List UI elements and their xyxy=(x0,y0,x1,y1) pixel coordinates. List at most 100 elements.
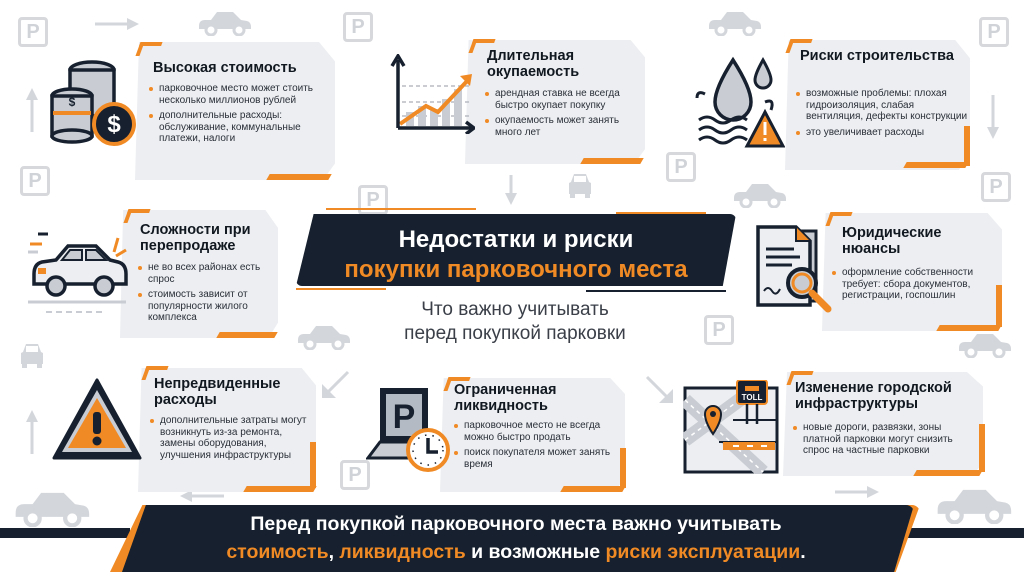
footer-decor-bar xyxy=(905,528,1024,538)
card-high-cost: $ $ Высокая стоимость парковочное место … xyxy=(40,42,340,182)
card-bullet: дополнительные расходы: обслуживание, ко… xyxy=(149,110,329,145)
card-bullets: возможные проблемы: плохая гидроизоляция… xyxy=(796,88,968,142)
card-city-infrastructure: TOLL Изменение городской инфраструктуры … xyxy=(675,366,995,496)
moving-car-icon xyxy=(28,232,128,313)
card-title: Сложности при перепродаже xyxy=(140,222,251,254)
card-accent xyxy=(903,162,969,168)
card-accent xyxy=(266,174,332,180)
parking-sign-icon: P xyxy=(358,185,388,215)
card-bullets: не во всех районах есть спрос стоимость … xyxy=(138,262,273,328)
card-bullet: оформление собственности требует: сбора … xyxy=(832,267,1000,302)
card-accent xyxy=(996,285,1002,327)
card-title: Риски строительства xyxy=(800,48,954,64)
footer-text: . xyxy=(800,541,806,563)
parking-sign-icon: P xyxy=(981,172,1011,202)
card-title: Ограниченная ликвидность xyxy=(454,382,557,414)
card-limited-liquidity: P Ограниченная ликвидность парковочное м… xyxy=(362,368,642,498)
hero-box: Недостатки и риски покупки парковочного … xyxy=(296,214,736,286)
highlight-liquidity: ликвидность xyxy=(339,541,466,563)
card-bullets: новые дороги, развязки, зоны платной пар… xyxy=(793,422,979,461)
arrow-right-icon xyxy=(835,486,879,498)
decorative-line xyxy=(296,288,386,290)
growth-chart-icon xyxy=(390,54,475,134)
footer-text: , xyxy=(328,541,340,563)
svg-text:P: P xyxy=(393,398,416,436)
card-accent xyxy=(913,470,983,476)
card-bullet: это увеличивает расходы xyxy=(796,127,968,139)
card-bullet: стоимость зависит от популярности жилого… xyxy=(138,289,273,324)
highlight-cost: стоимость xyxy=(226,541,329,563)
footer-line2: стоимость, ликвидность и возможные риски… xyxy=(122,541,914,564)
footer-decor-bar xyxy=(0,528,130,538)
toll-label: TOLL xyxy=(742,393,763,402)
parking-sign-icon: P xyxy=(340,460,370,490)
card-resale-difficulty: Сложности при перепродаже не во всех рай… xyxy=(20,202,300,342)
footer-text: и возможные xyxy=(465,541,606,563)
card-title: Изменение городской инфраструктуры xyxy=(795,380,952,412)
coins-dollar-icon: $ $ xyxy=(50,60,136,146)
card-panel xyxy=(785,40,970,170)
parking-sign-icon: P xyxy=(20,166,50,196)
card-accent xyxy=(964,126,970,166)
car-front-icon xyxy=(569,174,591,198)
card-panel xyxy=(138,368,316,492)
card-panel xyxy=(822,213,1002,331)
car-icon xyxy=(199,12,251,36)
highlight-operational-risks: риски эксплуатации xyxy=(605,541,801,563)
card-panel xyxy=(440,378,625,492)
card-bullet: поиск покупателя может занять время xyxy=(454,447,614,470)
card-bullet: арендная ставка не всегда быстро окупает… xyxy=(485,88,645,111)
card-title: Непредвиденные расходы xyxy=(154,376,281,408)
card-bullet: дополнительные затраты могут возникнуть … xyxy=(150,415,310,461)
car-icon xyxy=(937,489,1012,524)
card-accent xyxy=(560,486,626,492)
water-leak-warning-icon xyxy=(695,56,785,148)
svg-text:$: $ xyxy=(69,95,76,109)
car-icon xyxy=(709,12,761,36)
card-long-payback: Длительная окупаемость арендная ставка н… xyxy=(370,34,650,174)
arrow-up-icon xyxy=(26,88,38,132)
card-bullet: парковочное место может стоить несколько… xyxy=(149,83,329,106)
document-magnifier-icon xyxy=(756,225,832,313)
subtitle-line1: Что важно учитывать xyxy=(421,299,609,320)
car-icon xyxy=(959,334,1011,358)
card-bullets: парковочное место может стоить несколько… xyxy=(149,83,329,149)
arrow-down-icon xyxy=(987,95,999,139)
parking-sign-icon: P xyxy=(343,12,373,42)
card-accent xyxy=(580,158,644,164)
card-title: Высокая стоимость xyxy=(153,60,297,76)
parking-sign-icon: P xyxy=(979,17,1009,47)
arrow-diagonal-icon xyxy=(322,370,350,398)
arrow-left-icon xyxy=(180,490,224,502)
page-subtitle: Что важно учитывать перед покупкой парко… xyxy=(330,298,700,346)
card-bullet: не во всех районах есть спрос xyxy=(138,262,273,285)
card-panel xyxy=(120,210,278,338)
warning-triangle-icon xyxy=(52,378,142,460)
card-bullets: дополнительные затраты могут возникнуть … xyxy=(150,415,310,465)
card-unexpected-costs: Непредвиденные расходы дополнительные за… xyxy=(40,362,340,502)
decorative-line xyxy=(326,208,476,210)
decorative-line xyxy=(616,212,706,214)
card-bullets: арендная ставка не всегда быстро окупает… xyxy=(485,88,645,142)
card-accent xyxy=(216,332,278,338)
card-bullet: возможные проблемы: плохая гидроизоляция… xyxy=(796,88,968,123)
hero-title-banner: Недостатки и риски покупки парковочного … xyxy=(296,208,736,292)
card-bullet: парковочное место не всегда можно быстро… xyxy=(454,420,614,443)
card-accent xyxy=(979,424,985,472)
card-accent xyxy=(620,448,626,488)
footer-banner: Перед покупкой парковочного места важно … xyxy=(110,505,920,572)
subtitle-line2: перед покупкой парковки xyxy=(404,323,626,344)
city-map-toll-icon: TOLL xyxy=(683,380,779,474)
arrow-diagonal-icon xyxy=(645,375,673,403)
car-icon xyxy=(15,492,90,527)
footer-line1: Перед покупкой парковочного места важно … xyxy=(250,513,782,535)
card-panel xyxy=(135,42,335,180)
card-panel xyxy=(783,372,983,476)
car-icon xyxy=(298,326,350,350)
parking-clock-icon: P xyxy=(366,388,450,472)
card-title: Юридические нюансы xyxy=(842,225,942,257)
card-legal-nuances: Юридические нюансы оформление собственно… xyxy=(742,205,1022,335)
card-bullet: новые дороги, развязки, зоны платной пар… xyxy=(793,422,979,457)
card-bullets: парковочное место не всегда можно быстро… xyxy=(454,420,614,474)
card-accent xyxy=(310,442,316,488)
